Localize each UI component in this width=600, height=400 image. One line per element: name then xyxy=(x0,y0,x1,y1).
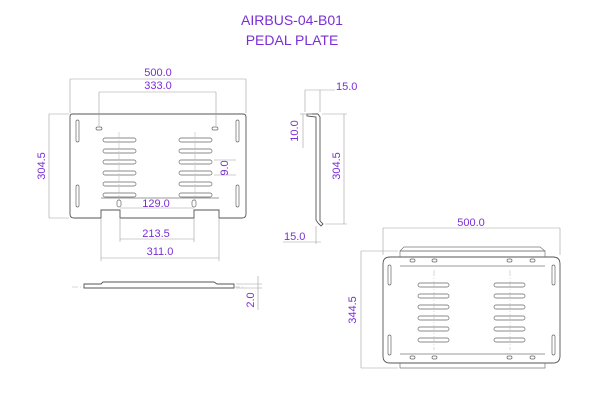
top-view: 500.0 333.0 304.5 9.0 129.0 213.5 311.0 xyxy=(36,67,247,261)
dim-slot-spacing: 9.0 xyxy=(219,160,231,175)
top-hole-right xyxy=(211,126,219,131)
part-number: AIRBUS-04-B01 xyxy=(241,12,343,28)
top-hole-left xyxy=(95,126,103,131)
dim-side-bend: 10.0 xyxy=(289,120,301,141)
dim-notch-inner: 129.0 xyxy=(142,198,170,210)
edge-slot-right-top xyxy=(235,119,240,143)
iso-view-outline xyxy=(382,256,561,364)
front-view-profile xyxy=(83,281,235,289)
iso-slot-group-left xyxy=(417,270,450,350)
dim-side-height: 304.5 xyxy=(331,152,343,180)
dim-notch-outer: 311.0 xyxy=(147,246,174,258)
top-view-outline xyxy=(69,113,247,219)
dim-notch-mid: 213.5 xyxy=(142,228,170,240)
dim-iso-width: 500.0 xyxy=(457,217,485,229)
iso-front-flange xyxy=(399,363,546,369)
iso-view: 500.0 344.5 xyxy=(347,217,561,369)
dim-iso-depth: 344.5 xyxy=(347,296,359,324)
iso-slot-group-right xyxy=(493,270,526,350)
iso-rear-flange xyxy=(399,250,546,257)
dim-side-flange-top: 15.0 xyxy=(336,81,357,93)
dim-top-width: 500.0 xyxy=(144,67,172,79)
side-view: 15.0 10.0 304.5 15.0 xyxy=(283,81,357,244)
dim-side-flange-bottom: 15.0 xyxy=(284,231,305,243)
slot-group-left xyxy=(102,132,137,200)
front-view: 2.0 xyxy=(72,276,262,310)
edge-slot-left-bottom xyxy=(75,184,80,208)
edge-slot-left-top xyxy=(75,119,80,143)
part-name: PEDAL PLATE xyxy=(246,32,339,48)
dim-top-height: 304.5 xyxy=(36,152,48,180)
dim-front-thickness: 2.0 xyxy=(245,292,257,307)
slot-group-right xyxy=(178,132,213,200)
side-view-profile xyxy=(306,113,324,227)
dim-slot-span: 333.0 xyxy=(144,80,172,92)
edge-slot-right-bottom xyxy=(235,184,240,208)
